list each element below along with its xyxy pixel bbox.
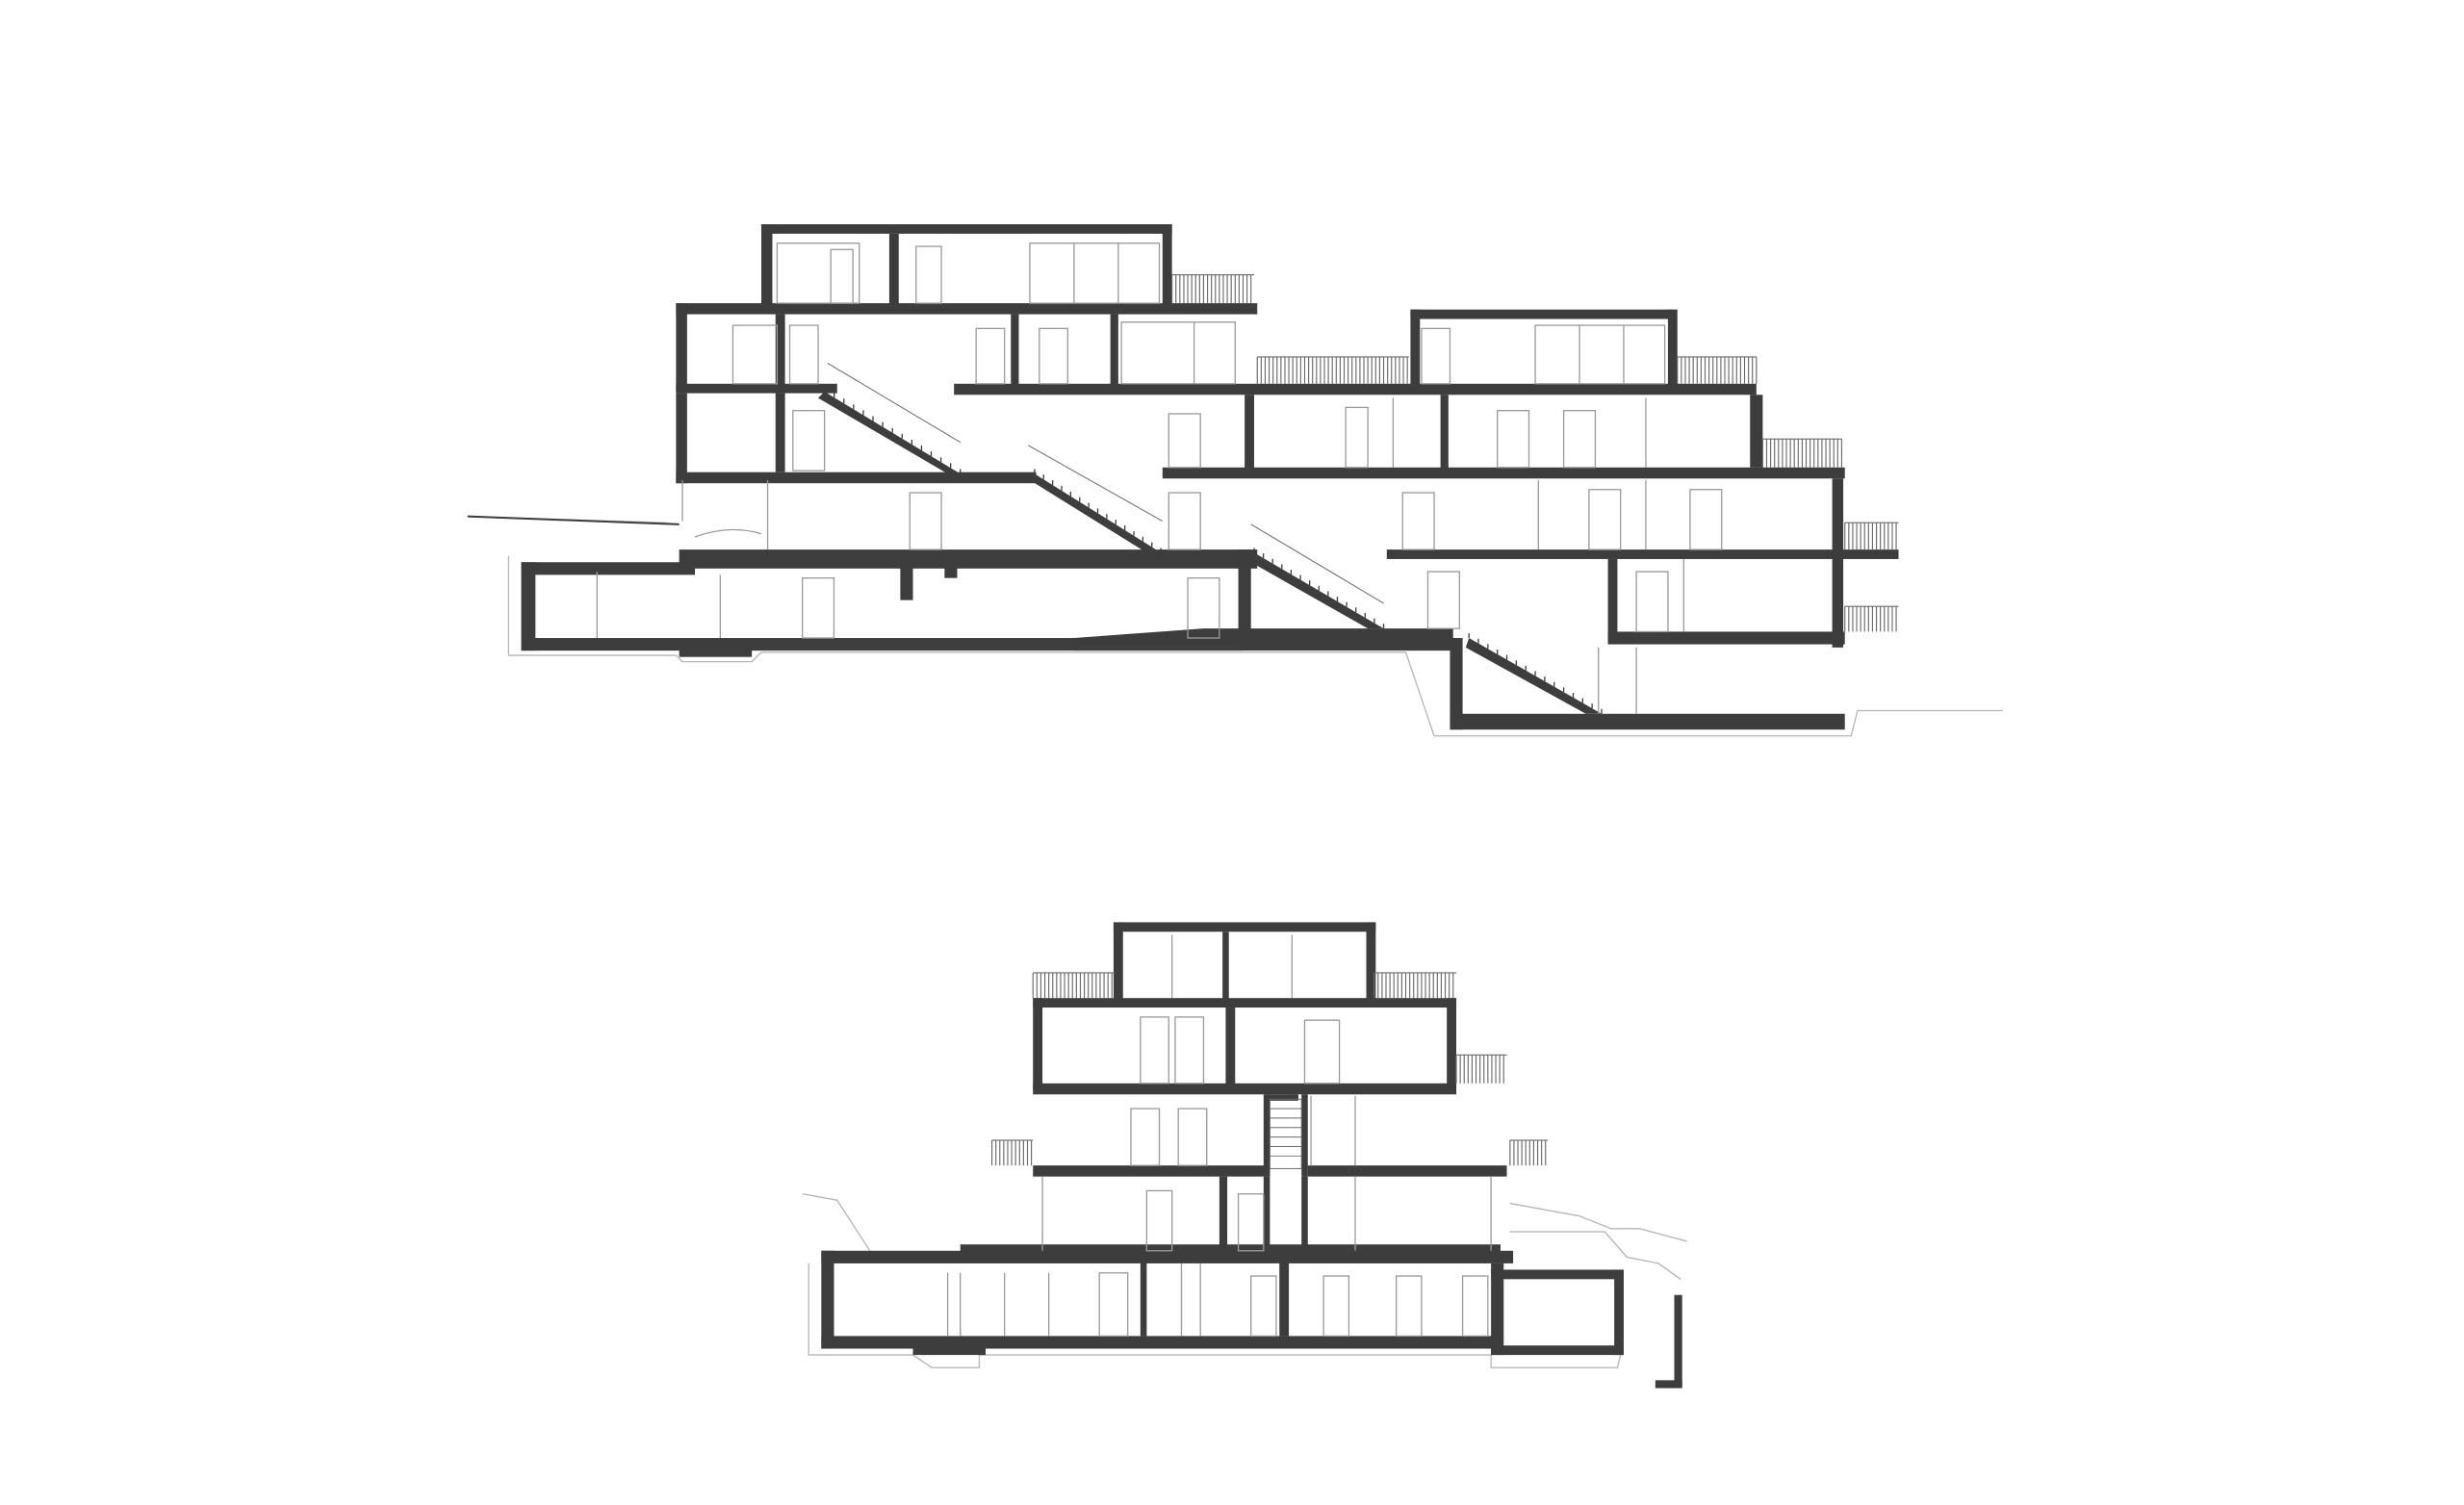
structural-walls-slabs-cross	[821, 922, 1682, 1389]
balcony-railings-cross	[990, 972, 1549, 1166]
stair-flights	[818, 363, 1603, 714]
longitudinal-section	[467, 224, 2003, 737]
doors-and-windows	[596, 242, 1723, 714]
site-edge-line	[467, 515, 680, 525]
stair-core-cross	[1269, 1098, 1302, 1169]
structural-walls-slabs	[521, 224, 1899, 730]
terrain-line	[467, 515, 2003, 737]
doors-and-windows-cross	[946, 934, 1492, 1338]
stair-flight-4	[1465, 638, 1602, 714]
balcony-railings	[1171, 273, 1899, 632]
cross-section	[802, 922, 1687, 1389]
stair-flight-1	[818, 392, 961, 474]
stair-flight-2	[1029, 473, 1162, 553]
stair-flight-3	[1250, 552, 1384, 629]
